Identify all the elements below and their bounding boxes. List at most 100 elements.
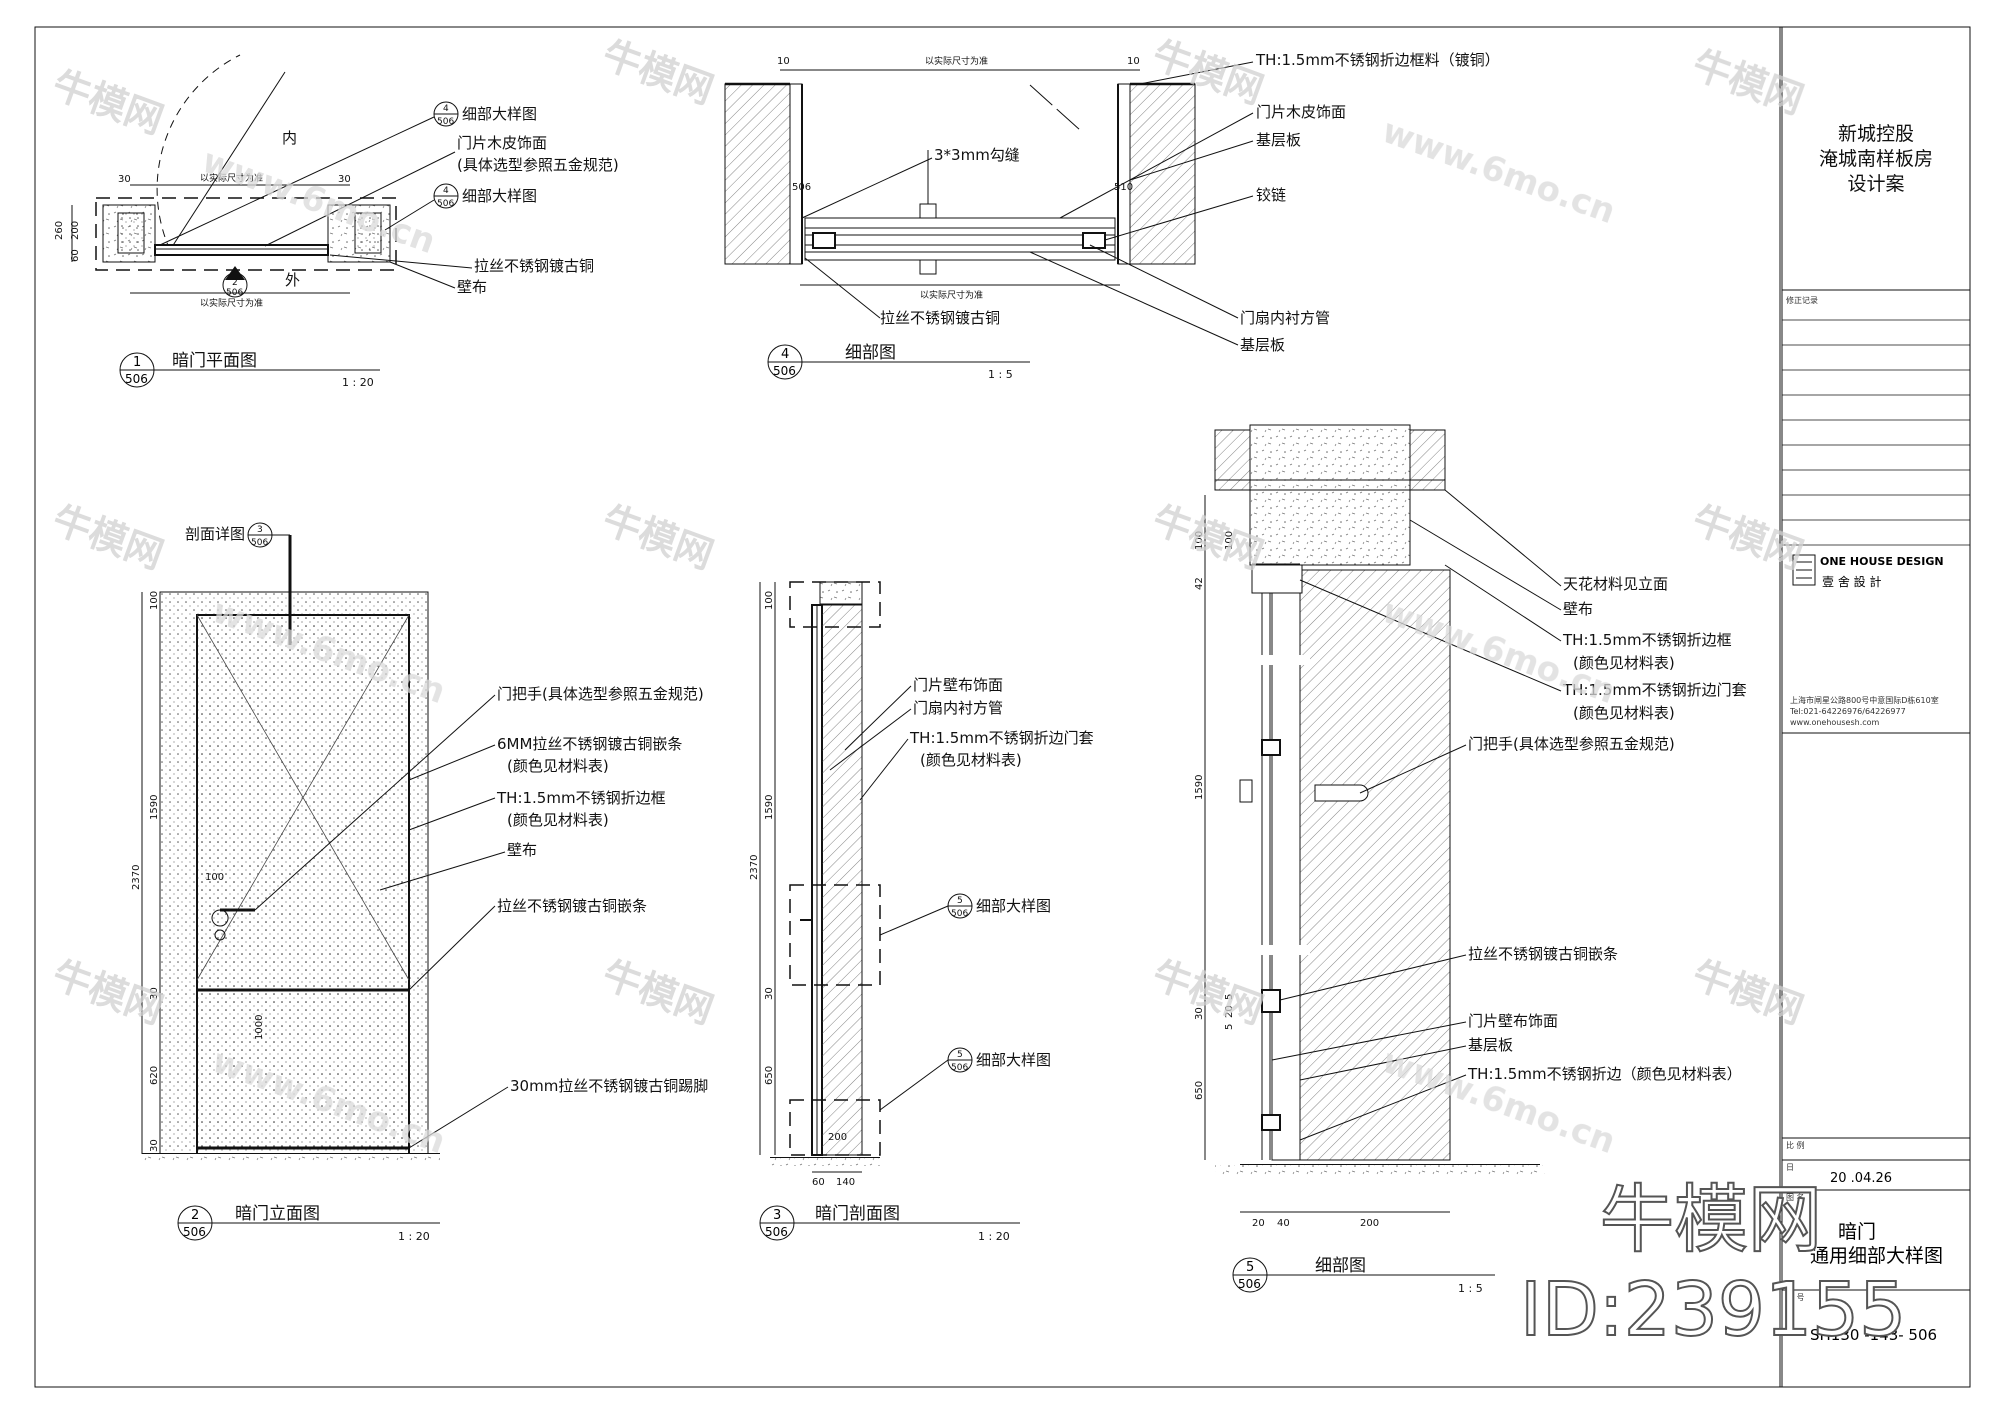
- plan-callout-detail-2: 细部大样图: [462, 187, 537, 205]
- view5-sheet: 506: [1238, 1277, 1261, 1291]
- sec-trim-label: TH:1.5mm不锈钢折边门套: [909, 729, 1094, 747]
- elev-dim-620: 620: [149, 1066, 160, 1085]
- plan-sec-num: 2: [232, 278, 238, 288]
- revision-label: 修正记录: [1786, 295, 1818, 305]
- view3-num: 3: [773, 1208, 781, 1223]
- company-web: www.onehousesh.com: [1790, 718, 1880, 727]
- view1-sheet: 506: [125, 372, 148, 386]
- elev-sec-sheet: 506: [251, 538, 268, 548]
- view5-title: 细部图: [1315, 1256, 1366, 1276]
- view4-sheet: 506: [773, 364, 796, 378]
- d5-dim-5b: 5: [1224, 1024, 1235, 1030]
- plan-outer-label: 外: [285, 271, 300, 289]
- plan-call2-num: 4: [443, 186, 449, 196]
- d5-finish-label: 门片壁布饰面: [1468, 1012, 1558, 1030]
- sec-dim-650: 650: [764, 1066, 775, 1085]
- elev-strip-label: 拉丝不锈钢镀古铜嵌条: [497, 897, 647, 915]
- watermark-url-2: www.6mo.cn: [1377, 111, 1621, 232]
- view4-title: 细部图: [845, 343, 896, 363]
- sec-dim-140: 140: [836, 1177, 855, 1188]
- sec-dim-30: 30: [764, 987, 775, 1000]
- plan-callout-detail-1: 细部大样图: [462, 105, 537, 123]
- d5-strip-label: 拉丝不锈钢镀古铜嵌条: [1468, 945, 1618, 963]
- watermark-text-6: 牛模网: [597, 497, 719, 577]
- elev-inlay-label: 6MM拉丝不锈钢镀古铜嵌条: [497, 735, 682, 753]
- project-name-3: 设计案: [1847, 173, 1904, 195]
- elev-dim-2370: 2370: [131, 865, 142, 890]
- view2-scale: 1 : 20: [398, 1230, 430, 1243]
- sec-callout-2: 细部大样图: [976, 1051, 1051, 1069]
- view3-scale: 1 : 20: [978, 1230, 1010, 1243]
- plan-dim-note-bottom: 以实际尺寸为准: [200, 297, 263, 309]
- d4-dim-10a: 10: [777, 56, 790, 67]
- watermark-text-1: 牛模网: [47, 62, 169, 142]
- view5-scale: 1 : 5: [1458, 1282, 1483, 1295]
- company-logo-icon: [1792, 554, 1816, 586]
- watermark-url-1: www.6mo.cn: [197, 141, 441, 262]
- d5-bdim-40: 40: [1277, 1218, 1290, 1229]
- sec-callout-1: 细部大样图: [976, 897, 1051, 915]
- plan-dim-200: 200: [70, 221, 81, 240]
- sec-call1-num: 5: [957, 896, 963, 906]
- d5-dim-30: 30: [1194, 1007, 1205, 1020]
- view1-title: 暗门平面图: [172, 351, 257, 371]
- d4-dim-note-top: 以实际尺寸为准: [925, 55, 988, 67]
- watermark-text-2: 牛模网: [597, 32, 719, 112]
- elev-dim-1590: 1590: [149, 795, 160, 820]
- d5-handle-label: 门把手(具体选型参照五金规范): [1468, 735, 1675, 753]
- plan-view: 内 外 以实际尺寸为准 30 30 以实际尺寸为准 260 200 60 2 5…: [54, 54, 619, 389]
- d5-frame-label: TH:1.5mm不锈钢折边框: [1562, 631, 1732, 649]
- elev-dim-30b: 30: [149, 1139, 160, 1152]
- watermark-id: ID:239155: [1520, 1267, 1906, 1353]
- sec-dim-1590: 1590: [764, 795, 775, 820]
- plan-call1-num: 4: [443, 104, 449, 114]
- d5-dim-650: 650: [1194, 1081, 1205, 1100]
- view4-num: 4: [781, 347, 789, 362]
- d5-base-label: 基层板: [1468, 1036, 1513, 1054]
- elev-wallcloth-label: 壁布: [507, 841, 537, 859]
- d5-ceiling-label: 天花材料见立面: [1563, 575, 1668, 593]
- d5-dim-100b: 100: [1224, 531, 1235, 550]
- d4-base-board-label: 基层板: [1256, 131, 1301, 149]
- detail4-view: 以实际尺寸为准 10 10 以实际尺寸为准 506 510 TH:1.5mm不锈…: [724, 51, 1500, 381]
- d5-bdim-200: 200: [1360, 1218, 1379, 1229]
- d4-dim-10b: 10: [1127, 56, 1140, 67]
- watermark-text-12: 牛模网: [1687, 952, 1809, 1032]
- view3-sheet: 506: [765, 1225, 788, 1239]
- view1-num: 1: [133, 355, 141, 370]
- company-name-en: ONE HOUSE DESIGN: [1820, 555, 1944, 568]
- watermark-text-4: 牛模网: [1687, 42, 1809, 122]
- view2-num: 2: [191, 1208, 199, 1223]
- drawing-name-label: 图 名: [1786, 1192, 1805, 1202]
- view2-sheet: 506: [183, 1225, 206, 1239]
- watermark-text-9: 牛模网: [47, 952, 169, 1032]
- plan-brushed-steel: 拉丝不锈钢镀古铜: [474, 257, 594, 275]
- section-view: 100 1590 2370 30 650 60 140 200 门片壁布饰面 门…: [749, 581, 1094, 1243]
- d4-dim-506: 506: [792, 182, 811, 193]
- elev-dim-1000: 1000: [254, 1015, 265, 1040]
- sec-trim-note: (颜色见材料表): [920, 751, 1022, 769]
- scale-label: 比 例: [1786, 1140, 1805, 1150]
- d5-trim-note: (颜色见材料表): [1573, 704, 1675, 722]
- elev-section-label: 剖面详图: [185, 525, 245, 543]
- d4-dim-note-bottom: 以实际尺寸为准: [920, 289, 983, 301]
- d4-veneer-label: 门片木皮饰面: [1256, 103, 1346, 121]
- date-value: 20 .04.26: [1830, 1171, 1892, 1186]
- sec-finish-label: 门片壁布饰面: [913, 676, 1003, 694]
- watermark-text-5: 牛模网: [47, 497, 169, 577]
- detail5-view: 100 100 42 1590 30 5 20 5 650 20 40 200 …: [1194, 424, 1747, 1295]
- watermark-big-logo: 牛模网: [1600, 1177, 1822, 1263]
- view4-scale: 1 : 5: [988, 368, 1013, 381]
- sec-tube-label: 门扇内衬方管: [913, 699, 1003, 717]
- project-name-2: 淹城南样板房: [1819, 148, 1933, 170]
- d4-gap-label: 3*3mm勾缝: [934, 146, 1020, 164]
- plan-dim-260: 260: [54, 221, 65, 240]
- d5-trim-label: TH:1.5mm不锈钢折边门套: [1562, 681, 1747, 699]
- sec-call2-num: 5: [957, 1050, 963, 1060]
- drawing-no-label: 图 号: [1786, 1293, 1805, 1302]
- d5-dim-5: 5: [1224, 994, 1235, 1000]
- plan-dim-30b: 30: [338, 174, 351, 185]
- d5-wallcloth-label: 壁布: [1563, 600, 1593, 618]
- sec-dim-60: 60: [812, 1177, 825, 1188]
